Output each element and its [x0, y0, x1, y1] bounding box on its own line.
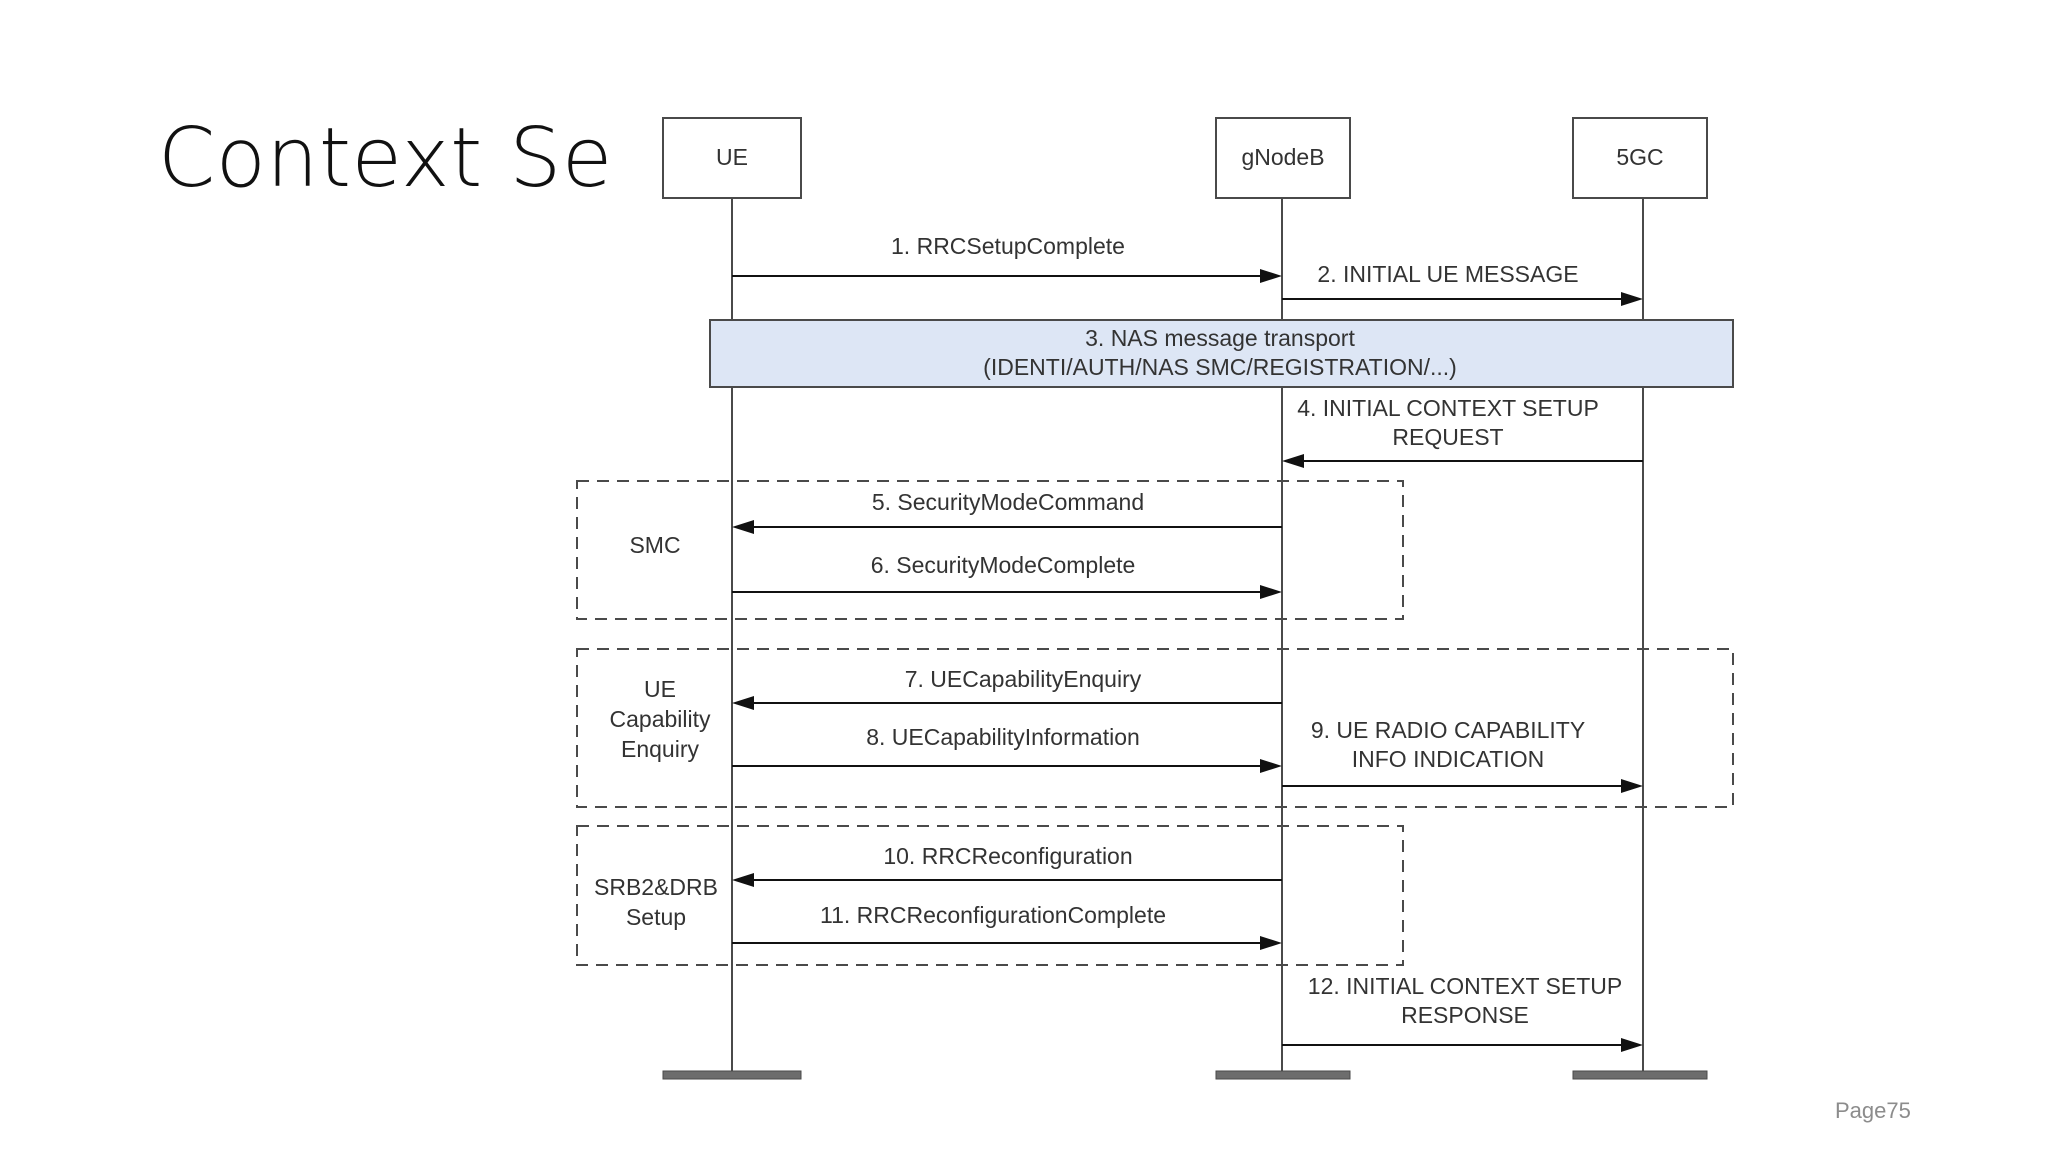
entity-box-gnb — [1215, 117, 1351, 199]
group-frame-capability — [576, 648, 1734, 808]
message-label-4: 5. SecurityModeCommand — [872, 489, 1144, 515]
entity-box-ue — [662, 117, 802, 199]
entity-label-ue: UE — [716, 144, 748, 170]
arrowhead-7 — [1260, 759, 1282, 773]
page-number: Page75 — [1835, 1098, 1911, 1123]
arrowhead-1 — [1260, 269, 1282, 283]
slide-title: Context Se — [158, 111, 613, 206]
arrowhead-3 — [1282, 454, 1304, 468]
arrowhead-8 — [1621, 779, 1643, 793]
arrowhead-5 — [1260, 585, 1282, 599]
arrowhead-10 — [1260, 936, 1282, 950]
message-label-7: 8. UECapabilityInformation — [866, 724, 1140, 750]
message-label-9: 10. RRCReconfiguration — [883, 843, 1132, 869]
message-label-10: 11. RRCReconfigurationComplete — [820, 902, 1166, 928]
nas-transport-label: 3. NAS message transport(IDENTI/AUTH/NAS… — [983, 325, 1457, 380]
group-label-smc: SMC — [629, 532, 680, 558]
group-frame-srb — [576, 825, 1404, 966]
lifeline-end-core — [1572, 1070, 1708, 1080]
entity-box-core — [1572, 117, 1708, 199]
message-label-2: 2. INITIAL UE MESSAGE — [1317, 261, 1578, 287]
nas-transport-box — [709, 319, 1734, 388]
entity-label-gnb: gNodeB — [1241, 144, 1324, 170]
entity-label-core: 5GC — [1616, 144, 1663, 170]
lifeline-end-gnb — [1215, 1070, 1351, 1080]
message-label-5: 6. SecurityModeComplete — [871, 552, 1136, 578]
arrowhead-2 — [1621, 292, 1643, 306]
message-label-1: 1. RRCSetupComplete — [891, 233, 1125, 259]
arrowhead-9 — [732, 873, 754, 887]
arrowhead-4 — [732, 520, 754, 534]
arrowhead-11 — [1621, 1038, 1643, 1052]
arrowhead-6 — [732, 696, 754, 710]
message-label-6: 7. UECapabilityEnquiry — [905, 666, 1142, 692]
lifeline-end-ue — [662, 1070, 802, 1080]
